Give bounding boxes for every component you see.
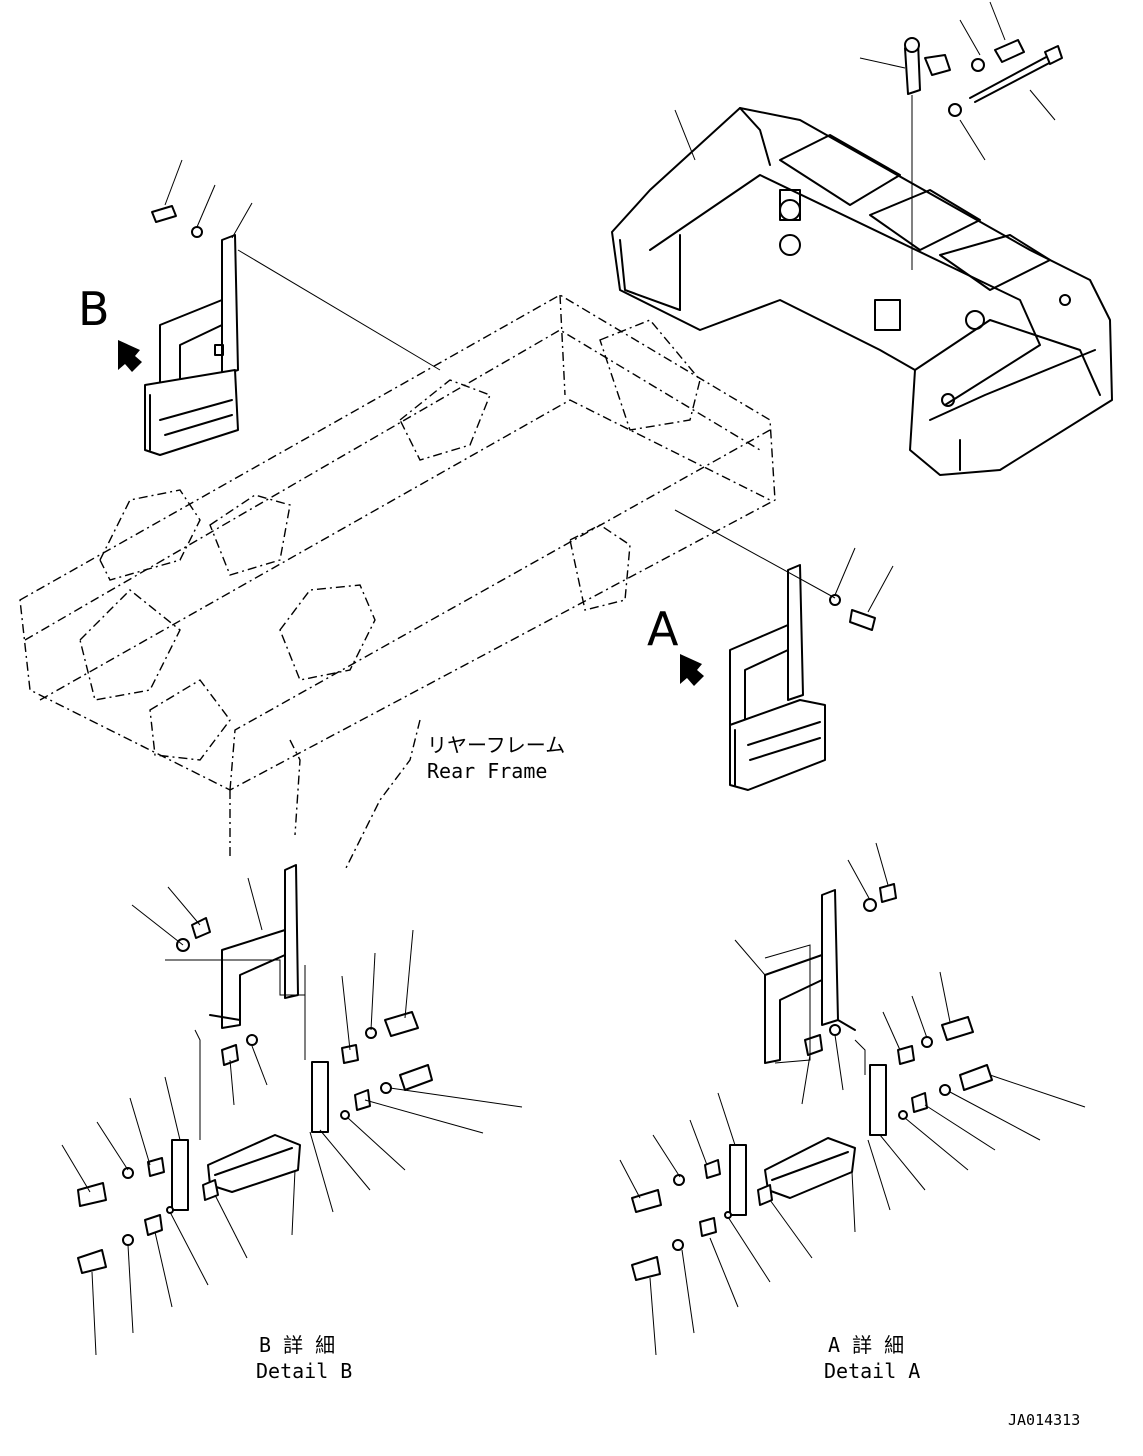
drawing-number: JA014313: [1008, 1411, 1080, 1429]
step-a-assembly: [674, 509, 894, 791]
detail-a-title-japanese: A 詳 細: [828, 1333, 904, 1357]
detail-a-title-english: Detail A: [824, 1359, 920, 1383]
bumper-hardware: [674, 1, 1063, 270]
arrow-a-icon: [680, 654, 704, 686]
detail-b-title-english: Detail B: [256, 1359, 352, 1383]
view-label-b: B: [78, 282, 110, 336]
detail-a-exploded: [619, 842, 1086, 1356]
rear-frame-outline: [19, 294, 776, 871]
step-b-assembly: [144, 159, 441, 456]
frame-label-english: Rear Frame: [427, 759, 547, 783]
detail-b-title-japanese: B 詳 細: [259, 1333, 335, 1357]
frame-label-japanese: リヤーフレーム: [427, 733, 565, 757]
view-label-a: A: [647, 602, 679, 656]
rear-bumper-assembly: [611, 107, 1113, 476]
arrow-b-icon: [118, 340, 142, 372]
detail-b-exploded: [61, 864, 523, 1356]
